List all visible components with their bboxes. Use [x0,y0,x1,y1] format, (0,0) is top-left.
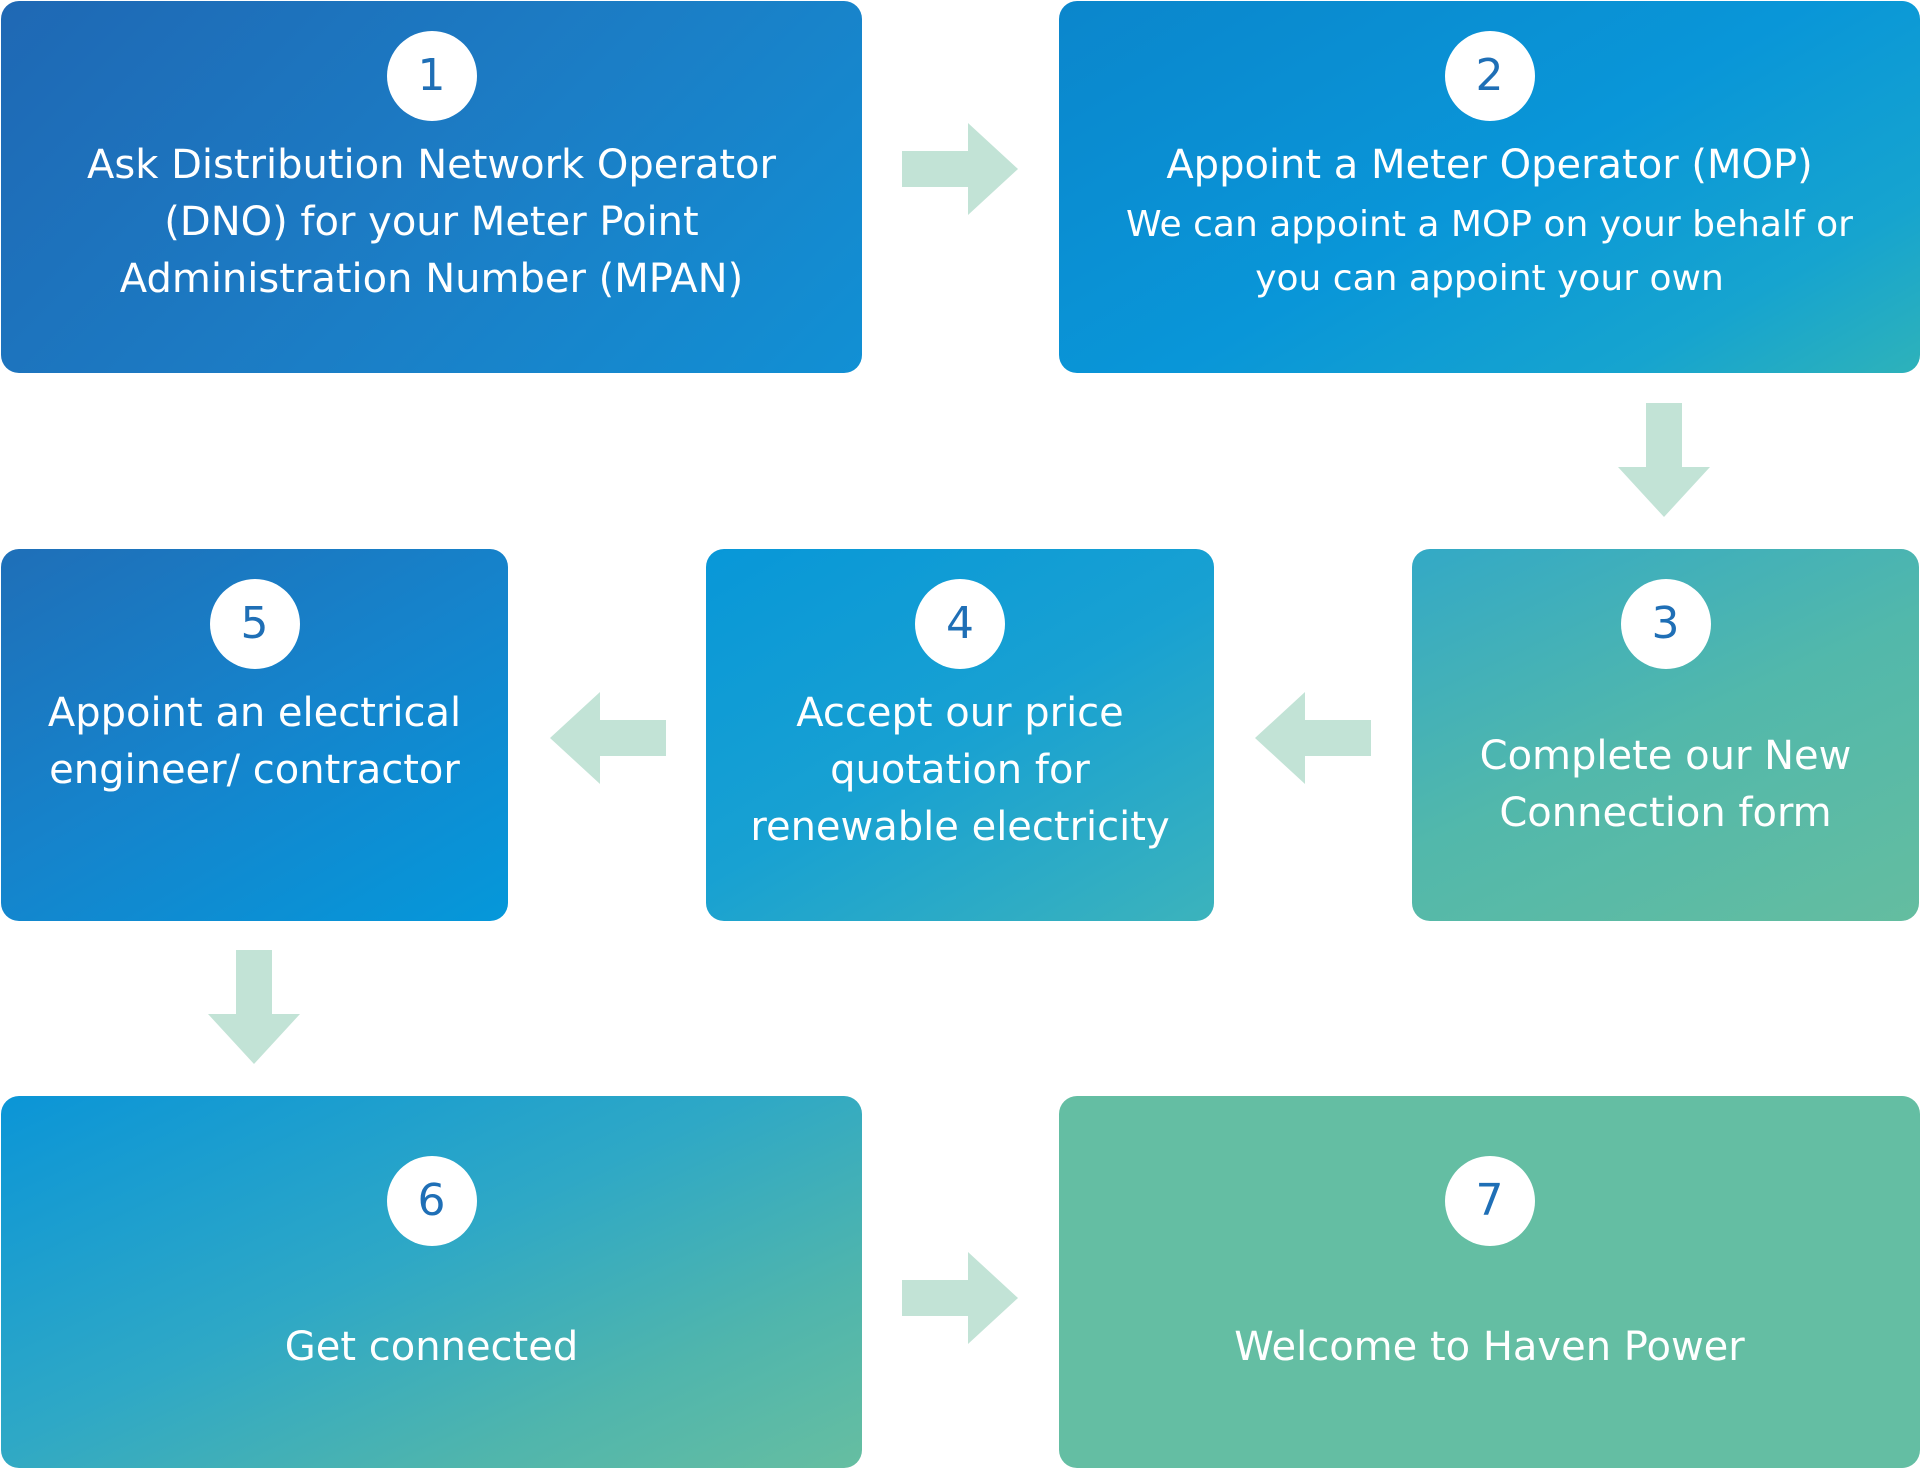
arrow-left-icon [550,692,666,784]
step-6-number: 6 [386,1156,477,1246]
step-3-body: Complete our New Connection form [1412,669,1919,921]
step-4-box: 4 Accept our price quotation for renewab… [706,549,1214,921]
step-2-subtitle: We can appoint a MOP on your behalf or y… [1126,204,1853,299]
step-1-title: Ask Distribution Network Operator (DNO) … [87,142,776,302]
step-7-body: Welcome to Haven Power [1194,1246,1784,1468]
arrow-right-icon [902,1252,1018,1344]
step-5-title: Appoint an electrical engineer/ contract… [47,690,462,793]
step-5-number: 5 [209,579,300,669]
step-2-number: 2 [1444,31,1535,121]
step-2-box: 2 Appoint a Meter Operator (MOP) We can … [1059,1,1920,373]
step-1-box: 1 Ask Distribution Network Operator (DNO… [1,1,862,373]
step-3-title: Complete our New Connection form [1479,733,1852,836]
step-3-box: 3 Complete our New Connection form [1412,549,1919,921]
step-1-number: 1 [386,31,477,121]
step-6-body: Get connected [245,1246,618,1468]
step-6-box: 6 Get connected [1,1096,862,1468]
step-4-number: 4 [915,579,1005,669]
step-7-number: 7 [1444,1156,1535,1246]
step-5-box: 5 Appoint an electrical engineer/ contra… [1,549,508,921]
step-4-title: Accept our price quotation for renewable… [750,690,1170,850]
step-6-title: Get connected [284,1323,579,1370]
arrow-down-icon [208,950,300,1064]
step-7-title: Welcome to Haven Power [1234,1323,1745,1370]
step-2-title: Appoint a Meter Operator (MOP) [1166,142,1813,188]
arrow-left-icon [1255,692,1371,784]
arrow-down-icon [1618,403,1710,517]
arrow-right-icon [902,123,1018,215]
step-7-box: 7 Welcome to Haven Power [1059,1096,1920,1468]
step-3-number: 3 [1620,579,1711,669]
